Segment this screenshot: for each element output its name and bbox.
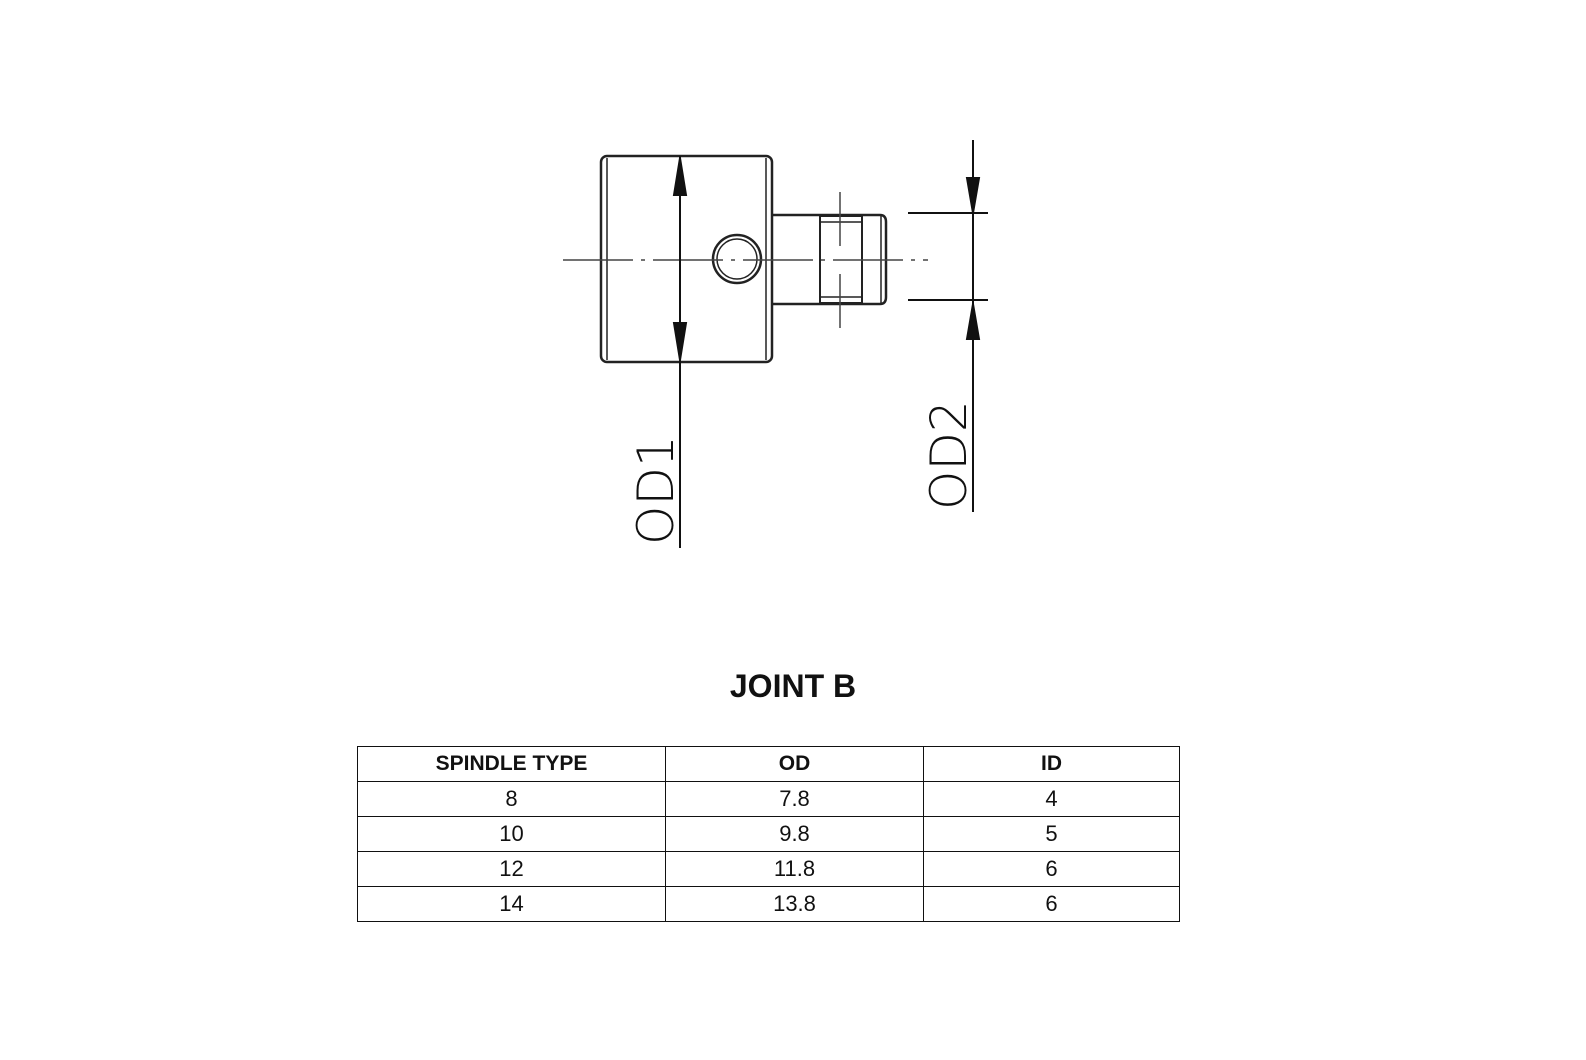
joint-body (599, 154, 774, 364)
od2-label: OD2 (920, 400, 978, 510)
table-row: 12 11.8 6 (357, 851, 1180, 887)
cell-od: 7.8 (665, 781, 924, 817)
header-spindle-type: SPINDLE TYPE (357, 746, 666, 782)
table-row: 14 13.8 6 (357, 886, 1180, 922)
od1-label: OD1 (627, 435, 685, 545)
cross-hole (711, 233, 763, 285)
cell-od: 11.8 (665, 851, 924, 887)
table-row: 10 9.8 5 (357, 816, 1180, 852)
cell-od: 13.8 (665, 886, 924, 922)
drawing-title: JOINT B (729, 668, 857, 704)
cell-od: 9.8 (665, 816, 924, 852)
cell-spindle-type: 10 (357, 816, 666, 852)
header-od: OD (665, 746, 924, 782)
cell-id: 6 (923, 851, 1180, 887)
cell-id: 6 (923, 886, 1180, 922)
cell-id: 5 (923, 816, 1180, 852)
cell-id: 4 (923, 781, 1180, 817)
header-id: ID (923, 746, 1180, 782)
joint-b-technical-drawing: OD1 OD2 (563, 140, 988, 548)
cell-spindle-type: 12 (357, 851, 666, 887)
table-row: 8 7.8 4 (357, 781, 1180, 817)
cell-spindle-type: 14 (357, 886, 666, 922)
spindle-dimensions-table: SPINDLE TYPE OD ID 8 7.8 4 10 9.8 5 12 1… (357, 746, 1180, 922)
table-header-row: SPINDLE TYPE OD ID (357, 746, 1180, 782)
cell-spindle-type: 8 (357, 781, 666, 817)
